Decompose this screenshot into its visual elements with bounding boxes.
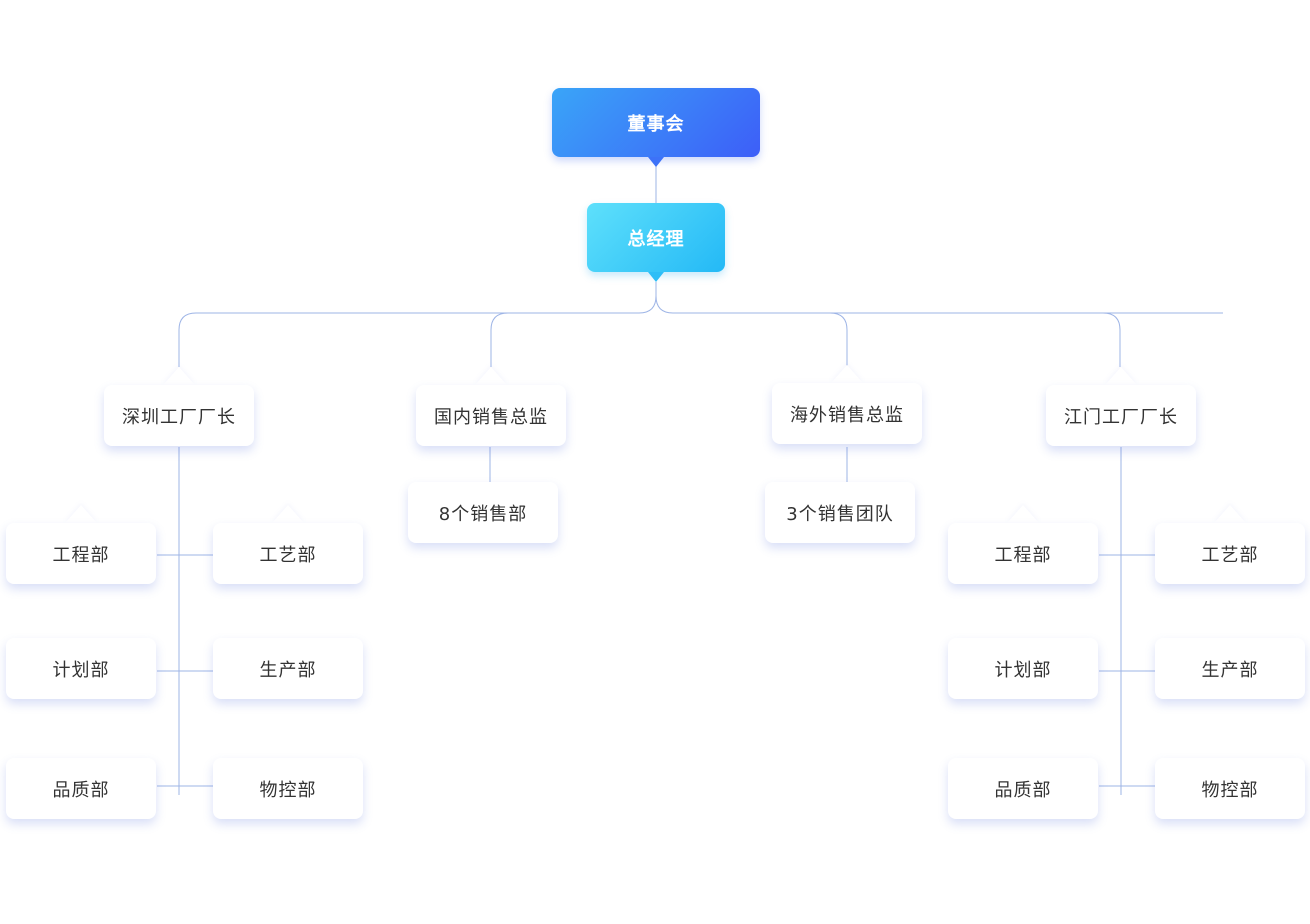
node-domestic-head-label: 国内销售总监 — [434, 406, 548, 428]
node-jiangmen-dept-engineering-label: 工程部 — [994, 544, 1052, 566]
node-jiangmen-dept-planning: 计划部 — [948, 638, 1098, 699]
node-shenzhen-head: 深圳工厂厂长 — [104, 385, 254, 446]
node-jiangmen-head: 江门工厂厂长 — [1046, 385, 1196, 446]
node-shenzhen-dept-planning-label: 计划部 — [52, 659, 110, 681]
pointer-overseas-head — [831, 365, 863, 383]
node-jiangmen-dept-material-control: 物控部 — [1155, 758, 1305, 819]
node-shenzhen-dept-production-label: 生产部 — [259, 659, 317, 681]
node-shenzhen-dept-engineering-label: 工程部 — [52, 544, 110, 566]
connector-drop-shenzhen — [178, 312, 197, 367]
pointer-shenzhen-head — [163, 367, 195, 385]
node-board-label: 董事会 — [627, 113, 685, 135]
node-jiangmen-dept-quality: 品质部 — [948, 758, 1098, 819]
node-jiangmen-dept-material-control-label: 物控部 — [1201, 779, 1259, 801]
pointer-jiangmen-dept-2 — [1214, 505, 1246, 523]
node-shenzhen-dept-production: 生产部 — [213, 638, 363, 699]
connector-drop-domestic — [490, 312, 509, 367]
node-shenzhen-dept-material-control-label: 物控部 — [259, 779, 317, 801]
node-jiangmen-dept-planning-label: 计划部 — [994, 659, 1052, 681]
node-domestic-sales-depts-label: 8个销售部 — [438, 503, 528, 525]
node-jiangmen-dept-process: 工艺部 — [1155, 523, 1305, 584]
node-overseas-sales-teams-label: 3个销售团队 — [786, 503, 894, 525]
pointer-general-manager — [648, 272, 664, 282]
node-jiangmen-dept-engineering: 工程部 — [948, 523, 1098, 584]
node-overseas-sales-teams: 3个销售团队 — [765, 482, 915, 543]
node-shenzhen-head-label: 深圳工厂厂长 — [122, 406, 236, 428]
node-shenzhen-dept-process: 工艺部 — [213, 523, 363, 584]
node-jiangmen-dept-production-label: 生产部 — [1201, 659, 1259, 681]
connector-drop-jiangmen — [1102, 312, 1121, 367]
node-shenzhen-dept-process-label: 工艺部 — [259, 544, 317, 566]
node-shenzhen-dept-engineering: 工程部 — [6, 523, 156, 584]
pointer-board — [648, 157, 664, 167]
pointer-shenzhen-dept-2 — [272, 505, 304, 523]
node-jiangmen-dept-process-label: 工艺部 — [1201, 544, 1259, 566]
node-domestic-sales-depts: 8个销售部 — [408, 482, 558, 543]
connector-gm-branch-right — [655, 295, 674, 314]
node-board: 董事会 — [552, 88, 760, 157]
node-general-manager: 总经理 — [587, 203, 725, 272]
node-overseas-head-label: 海外销售总监 — [790, 404, 904, 426]
node-jiangmen-head-label: 江门工厂厂长 — [1064, 406, 1178, 428]
pointer-jiangmen-head — [1105, 367, 1137, 385]
connector-gm-branch — [638, 282, 657, 314]
node-jiangmen-dept-quality-label: 品质部 — [994, 779, 1052, 801]
node-overseas-head: 海外销售总监 — [772, 383, 922, 444]
node-shenzhen-dept-quality-label: 品质部 — [52, 779, 110, 801]
pointer-domestic-head — [475, 367, 507, 385]
node-general-manager-label: 总经理 — [627, 228, 685, 250]
node-shenzhen-dept-planning: 计划部 — [6, 638, 156, 699]
node-jiangmen-dept-production: 生产部 — [1155, 638, 1305, 699]
node-domestic-head: 国内销售总监 — [416, 385, 566, 446]
connector-drop-overseas — [829, 312, 848, 367]
node-shenzhen-dept-material-control: 物控部 — [213, 758, 363, 819]
pointer-jiangmen-dept-1 — [1007, 505, 1039, 523]
pointer-shenzhen-dept-1 — [65, 505, 97, 523]
node-shenzhen-dept-quality: 品质部 — [6, 758, 156, 819]
